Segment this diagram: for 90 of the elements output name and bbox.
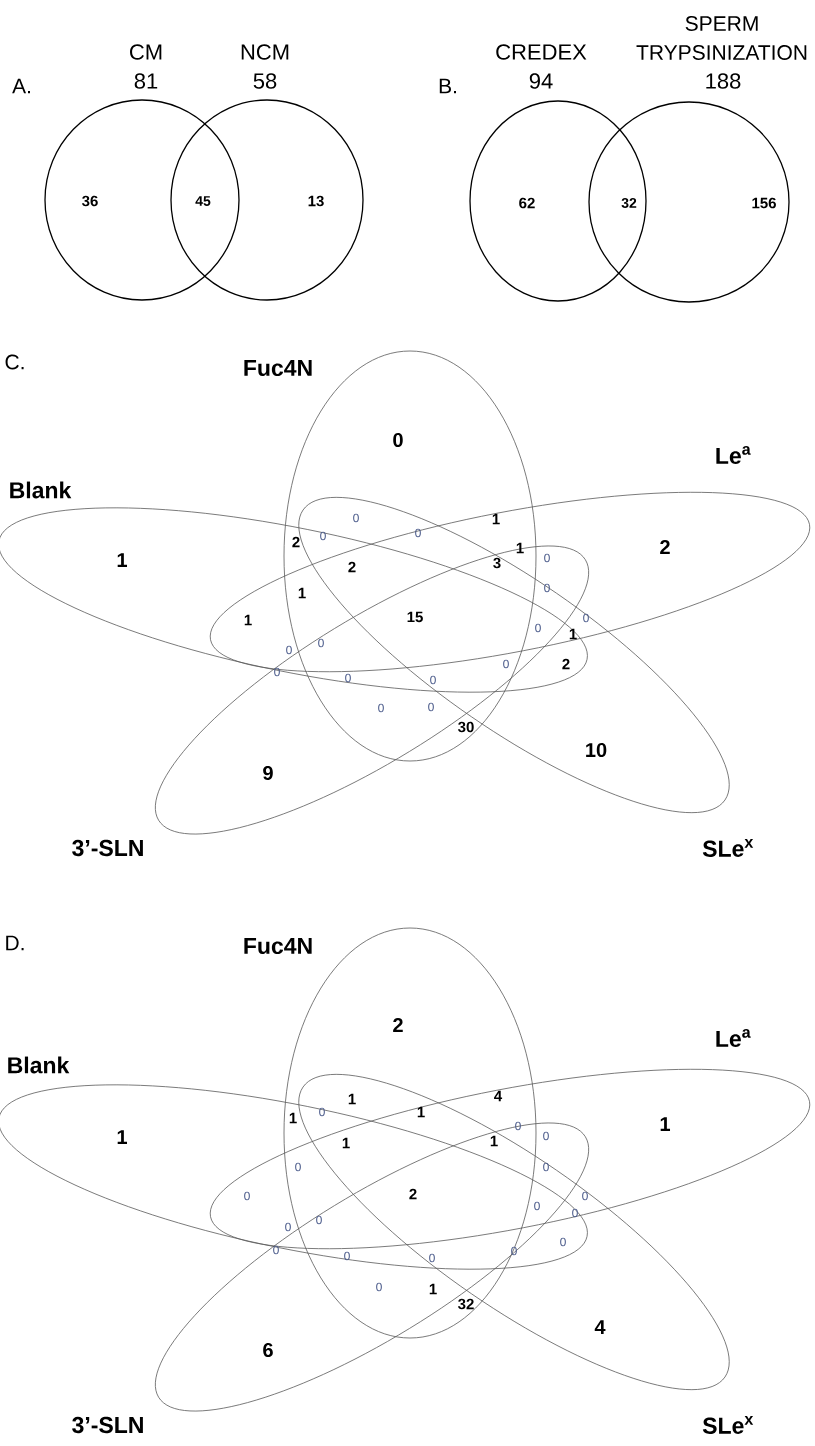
region-count: 0 [376,1282,382,1292]
region-count: 1 [490,1135,498,1147]
set-label: Le$^{a}$ [716,1029,751,1047]
region-count: 2 [660,540,670,554]
region-count: 1 [660,1117,670,1131]
region-count: 0 [319,1107,325,1117]
region-count: 1 [117,1130,127,1144]
region-count: 0 [582,1191,588,1201]
region-count: 36 [82,195,98,207]
region-count: 0 [286,645,292,655]
region-count: 1 [117,553,127,567]
region-count: 0 [353,513,359,523]
region-count: 1 [348,1093,356,1105]
panel-letter: D. [6,935,24,951]
region-count: 0 [429,1253,435,1263]
set-label: Fuc4N [244,938,312,955]
region-count: 0 [534,1201,540,1211]
set-label: 3’-SLN [72,839,143,857]
set-label: CREDEX [496,44,587,60]
region-count: 2 [409,1188,417,1200]
region-count: 10 [586,742,607,758]
region-count: 0 [503,659,509,669]
region-count: 45 [195,196,211,206]
region-count: 0 [560,1237,566,1247]
region-count: 0 [415,528,421,538]
region-count: 1 [417,1106,425,1118]
panel-letter: B. [439,78,456,94]
region-count: 2 [292,536,300,548]
region-count: 0 [572,1208,578,1218]
region-count: 0 [535,623,541,633]
region-count: 62 [519,197,535,209]
region-count: 0 [345,673,351,683]
region-count: 1 [289,1112,297,1124]
region-count: 15 [407,611,423,623]
region-count: 0 [273,1245,279,1255]
set-label: CM [130,44,162,60]
region-count: 0 [430,675,436,685]
region-count: 1 [429,1283,437,1295]
set-label: Fuc4N [244,360,312,377]
region-count: 0 [515,1121,521,1131]
region-count: 0 [244,1191,250,1201]
set-label: SLe$^{x}$ [702,839,754,857]
set-label: SPERM TRYPSINIZATION [636,16,807,60]
region-count: 0 [511,1246,517,1256]
region-count: 1 [298,587,306,599]
set-count: 94 [529,73,553,89]
region-count: 4 [494,1090,503,1102]
region-count: 0 [285,1222,291,1232]
set-label: NCM [241,44,289,60]
region-count: 2 [393,1018,403,1032]
region-count: 6 [263,1342,273,1358]
region-count: 0 [543,1131,549,1141]
panel-letter: A. [12,78,30,94]
region-count: 32 [458,1298,474,1310]
region-count: 156 [752,197,776,209]
region-count: 1 [492,513,500,525]
region-count: 0 [378,703,384,713]
region-count: 13 [308,195,324,207]
region-count: 3 [493,557,501,569]
region-count: 0 [320,531,326,541]
set-label: SLe$^{x}$ [702,1416,754,1434]
region-count: 4 [594,1320,606,1334]
set-label: Le$^{a}$ [716,446,751,464]
region-count: 1 [244,614,252,626]
region-count: 1 [569,628,577,640]
region-count: 0 [428,702,434,712]
set-count: 58 [253,73,277,89]
region-count: 0 [295,1162,301,1172]
region-count: 0 [543,1162,549,1172]
set-count: 81 [134,73,158,89]
region-count: 0 [318,638,324,648]
region-count: 30 [458,721,474,733]
region-count: 0 [393,432,403,448]
region-count: 0 [316,1215,322,1225]
region-count: 0 [544,553,550,563]
region-count: 32 [621,198,637,208]
region-count: 0 [274,667,280,677]
set-label: Blank [10,481,72,499]
region-count: 0 [583,613,589,623]
set-label: 3’-SLN [72,1416,143,1434]
set-count: 188 [706,73,741,89]
region-count: 0 [544,583,550,593]
region-count: 9 [263,765,273,781]
panel-letter: C. [5,354,24,370]
region-count: 1 [342,1137,350,1149]
region-count: 2 [562,658,570,670]
region-count: 1 [516,542,524,554]
set-label: Blank [8,1056,70,1074]
region-count: 0 [344,1251,350,1261]
region-count: 2 [348,561,356,573]
